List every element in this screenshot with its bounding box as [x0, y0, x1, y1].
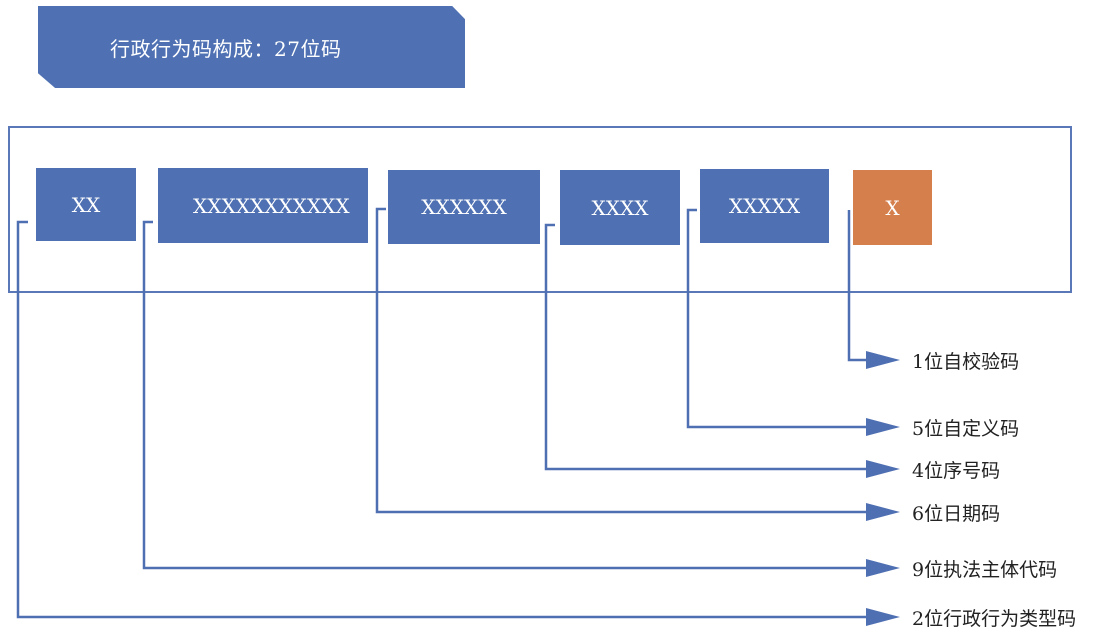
- arrow-icon: [866, 418, 900, 436]
- diagram-title: 行政行为码构成：27位码: [110, 36, 342, 61]
- code-frame: [8, 126, 1072, 293]
- connector-date-code: [375, 207, 868, 514]
- segment-agency-code: XXXXXXXXXXX: [158, 168, 368, 243]
- connector-check-code: [847, 210, 868, 362]
- label-type-code: 2位行政行为类型码: [912, 608, 1077, 630]
- segment-date-code: XXXXXX: [388, 170, 540, 244]
- segment-check-code: X: [853, 170, 932, 245]
- label-serial-code: 4位序号码: [912, 460, 1001, 482]
- connector-serial-code: [544, 223, 868, 471]
- segment-code-text: XXXXX: [728, 194, 801, 218]
- connector-custom-code: [686, 208, 868, 429]
- arrow-icon: [866, 559, 900, 577]
- segment-code-text: X: [885, 195, 900, 220]
- label-agency-code: 9位执法主体代码: [912, 559, 1058, 581]
- arrow-icon: [866, 351, 900, 369]
- segment-serial-code: XXXX: [560, 170, 680, 245]
- segment-code-text: XXXXXX: [421, 195, 507, 219]
- arrow-icon: [866, 460, 900, 478]
- arrow-icon: [866, 503, 900, 521]
- segment-custom-code: XXXXX: [700, 169, 829, 243]
- label-date-code: 6位日期码: [912, 503, 1001, 525]
- title-banner: 行政行为码构成：27位码: [38, 6, 465, 88]
- arrow-icon: [866, 608, 900, 626]
- segment-code-text: XXXXXXXXXXX: [193, 193, 350, 218]
- connector-agency-code: [142, 220, 868, 570]
- segment-code-text: XXXX: [591, 195, 649, 220]
- connector-type-code: [16, 220, 868, 619]
- segment-type-code: XX: [36, 168, 136, 241]
- segment-code-text: XX: [71, 192, 101, 217]
- label-check-code: 1位自校验码: [912, 351, 1020, 373]
- label-custom-code: 5位自定义码: [912, 418, 1020, 440]
